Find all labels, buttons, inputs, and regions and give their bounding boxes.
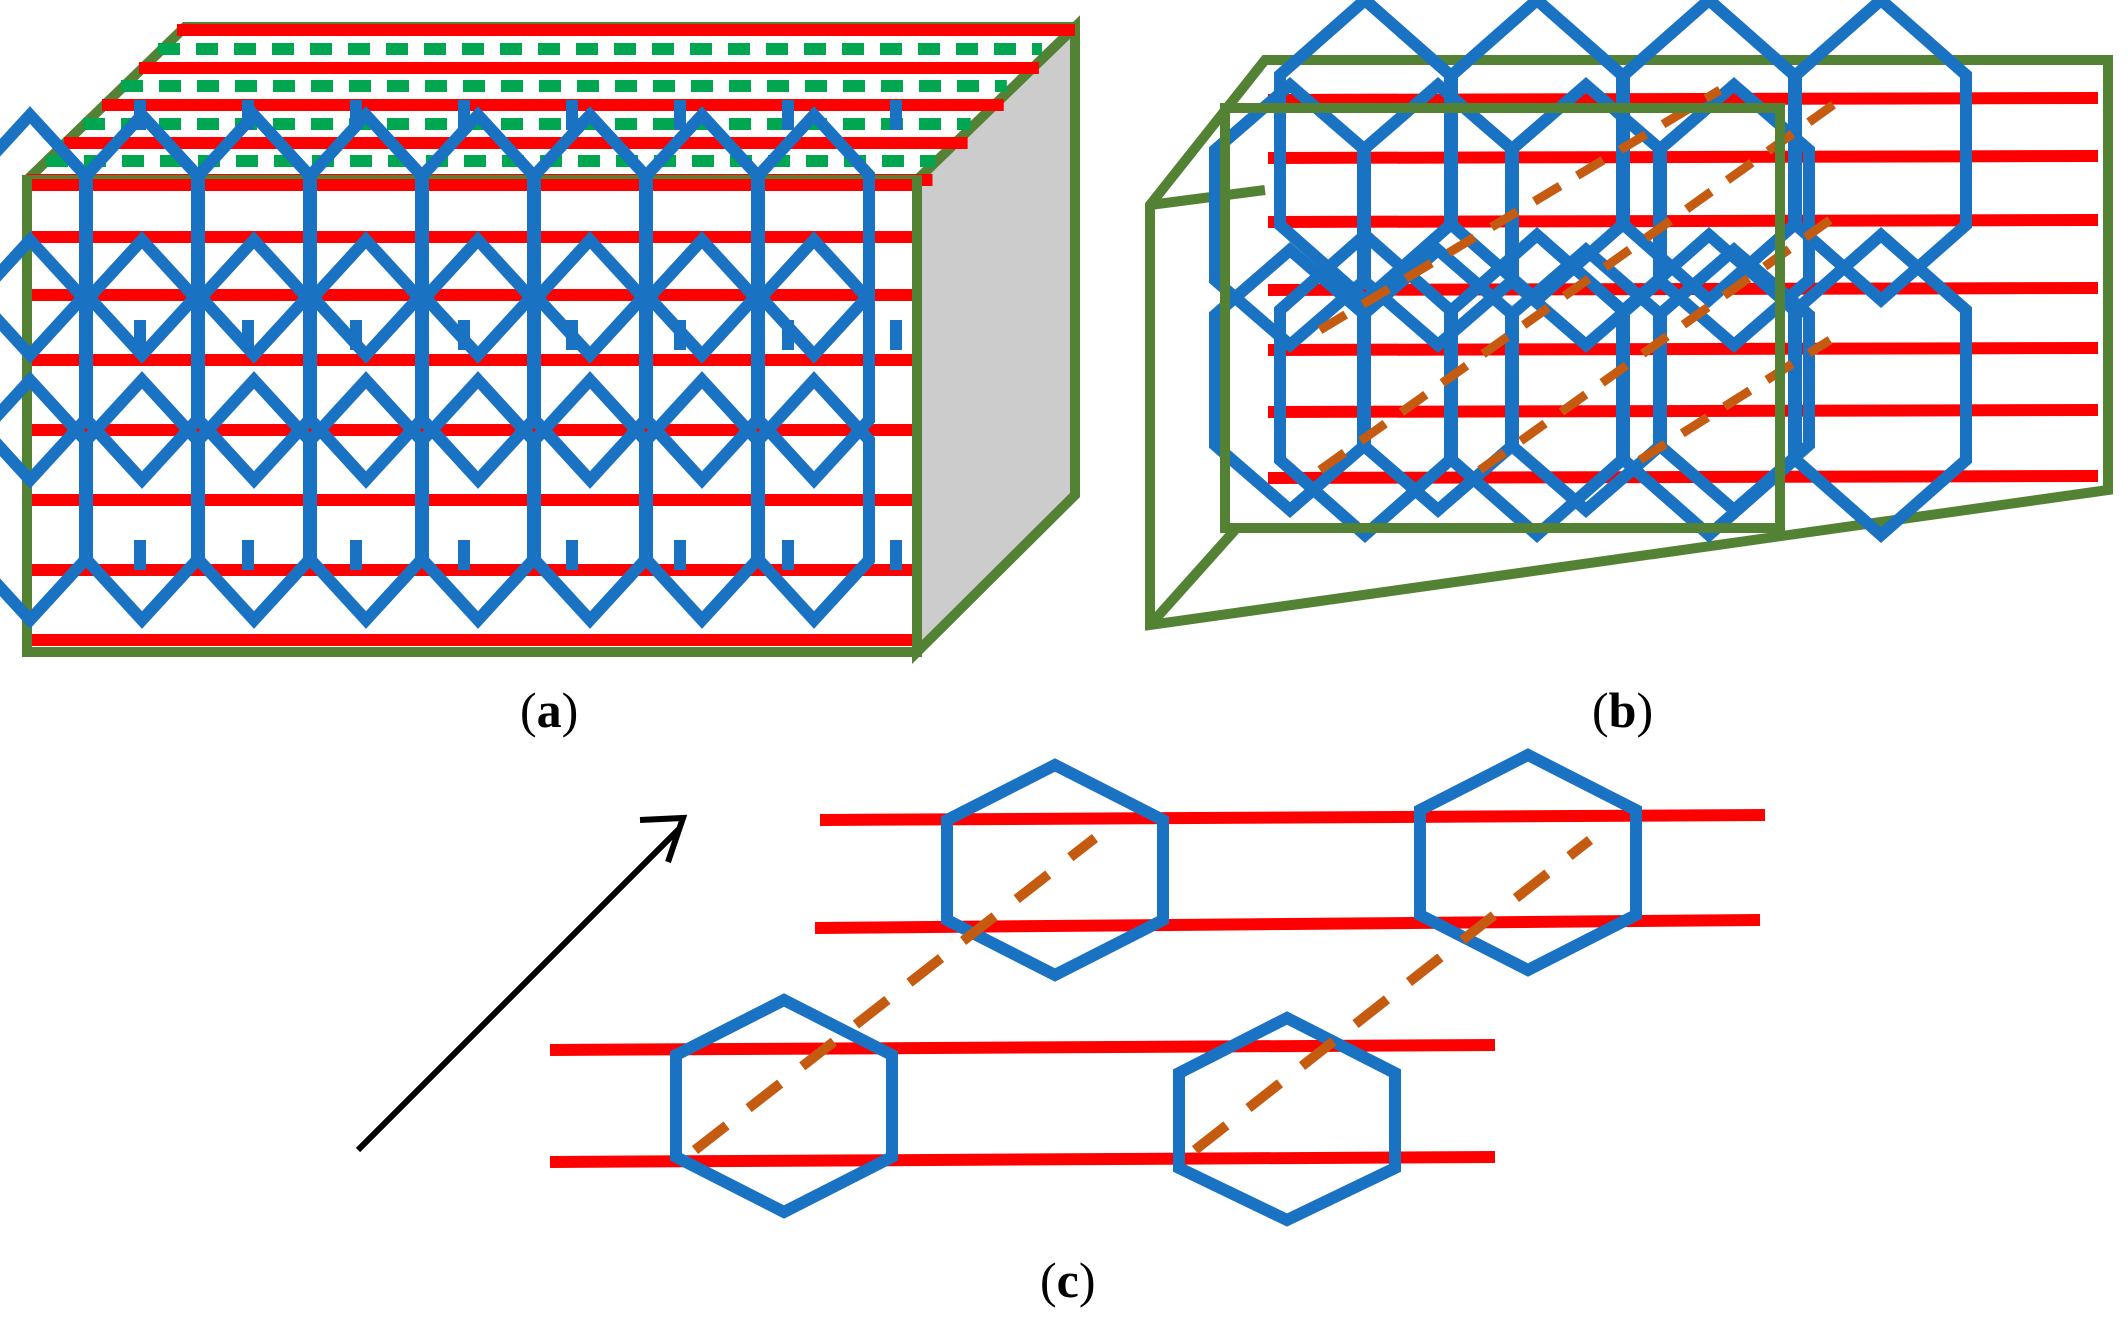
front-layer-frame bbox=[1220, 103, 1785, 533]
red-chain-line bbox=[549, 1151, 1496, 1168]
arrow-head bbox=[639, 814, 688, 863]
back-red-chain bbox=[1267, 92, 2099, 106]
benzene-ring bbox=[1173, 1011, 1401, 1227]
red-chain-line bbox=[819, 809, 1766, 826]
back-hexagon bbox=[1790, 226, 1972, 544]
stacking-dash bbox=[691, 834, 1099, 1154]
box-outline bbox=[1145, 55, 2113, 631]
back-red-chain bbox=[1267, 214, 2099, 228]
stacking-dash bbox=[1637, 336, 1833, 464]
back-red-chain bbox=[1267, 342, 2099, 356]
stacking-dashes bbox=[1317, 86, 1843, 474]
front-hexagon bbox=[753, 371, 875, 629]
front-hexagon-network bbox=[0, 100, 902, 629]
caption-b: (b) bbox=[1592, 682, 1654, 738]
caption-a: (a) bbox=[520, 682, 579, 738]
stacking-dash bbox=[1191, 836, 1594, 1154]
panel-a-layered-block bbox=[0, 15, 1080, 665]
stacking-dash bbox=[1317, 86, 1723, 334]
front-hexagon bbox=[1653, 77, 1815, 353]
front-hexagon bbox=[753, 106, 875, 364]
panel-b-stacked-layers bbox=[1145, 0, 2113, 631]
front-hexagon bbox=[753, 231, 875, 489]
back-hexagon bbox=[1790, 0, 1972, 309]
benzene-ring bbox=[941, 758, 1169, 982]
caption-c: (c) bbox=[1040, 1252, 1096, 1308]
stacking-dash bbox=[1477, 216, 1833, 474]
box-inner-edge bbox=[1149, 185, 1266, 210]
benzene-ring bbox=[1414, 748, 1642, 977]
back-red-chain bbox=[1267, 404, 2099, 418]
front-hexagon-layer bbox=[1209, 77, 1815, 518]
front-hexagon bbox=[1653, 242, 1815, 518]
arrow-up-right-icon bbox=[355, 825, 683, 1153]
box-inner-edge bbox=[1146, 526, 1239, 629]
panel-c-pi-stacking-detail bbox=[355, 748, 1766, 1227]
benzene-ring bbox=[670, 993, 898, 1219]
back-red-chain bbox=[1267, 150, 2099, 164]
stacking-dash bbox=[1317, 96, 1843, 474]
front-hexagon bbox=[1505, 77, 1667, 353]
